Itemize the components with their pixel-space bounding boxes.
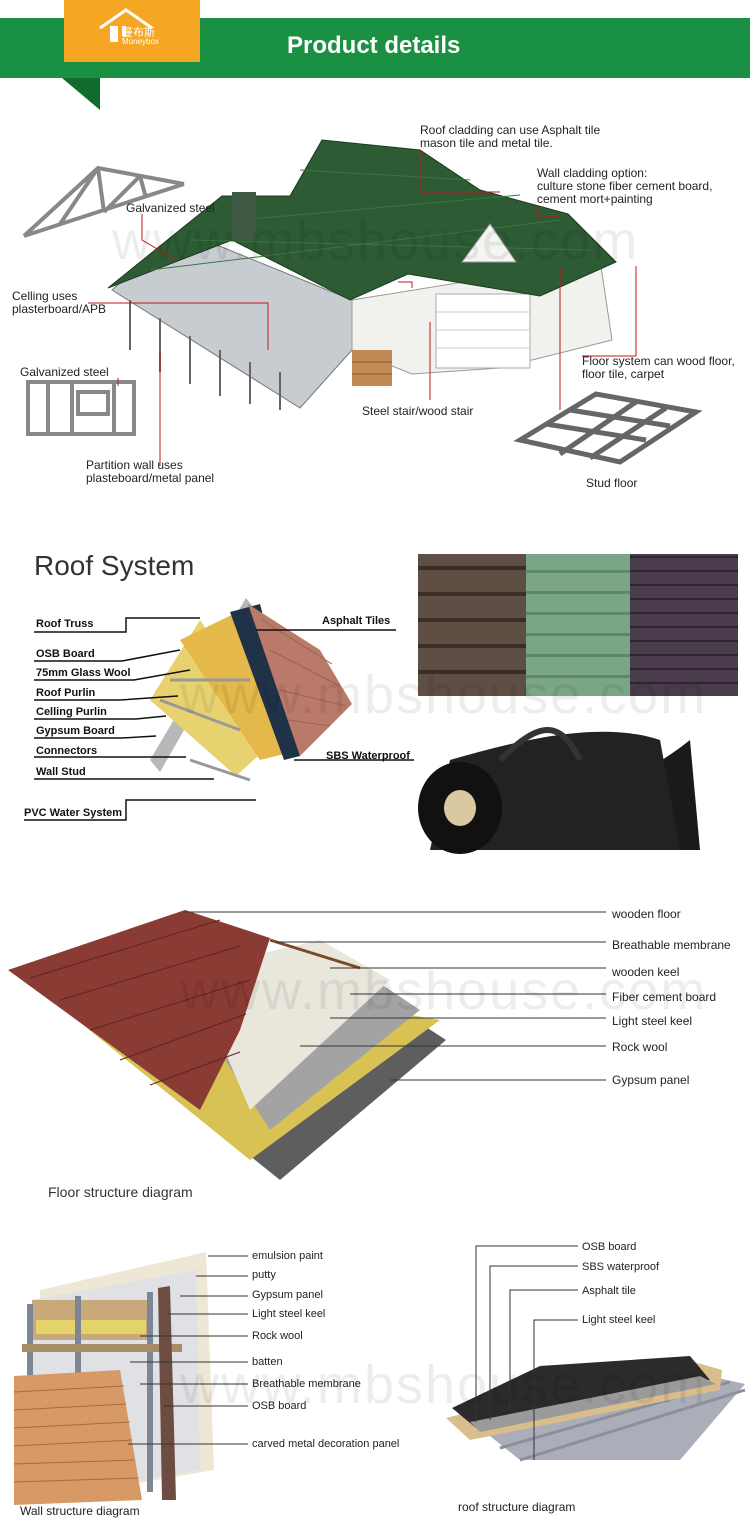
label-galv-steel-top: Galvanized steel: [126, 201, 215, 215]
label-wall-cladding-2: culture stone fiber cement board,: [537, 179, 713, 193]
tile-sample-green: [526, 554, 630, 696]
label-fiber-cement: Fiber cement board: [612, 990, 717, 1004]
floor-structure-title: Floor structure diagram: [48, 1184, 193, 1200]
label-roof-cladding-1: Roof cladding can use Asphalt tile: [420, 123, 601, 137]
stud-floor-drawing: [513, 391, 703, 465]
garage-door: [435, 293, 531, 369]
label-wall-cladding-1: Wall cladding option:: [537, 166, 648, 180]
dormer: [461, 223, 517, 263]
label-pvc-water: PVC Water System: [24, 807, 123, 819]
label-osb-board-roof: OSB board: [582, 1241, 637, 1253]
banner-fold: [62, 78, 100, 110]
label-asphalt-tiles: Asphalt Tiles: [322, 615, 391, 627]
label-gypsum-board: Gypsum Board: [36, 725, 115, 737]
label-ceiling-1: Celling uses: [12, 289, 78, 303]
label-breathable-membrane-wall: Breathable membrane: [252, 1378, 361, 1390]
label-light-steel-keel-roof: Light steel keel: [582, 1314, 656, 1326]
label-partition-2: plasteboard/metal panel: [86, 471, 215, 485]
label-gypsum-panel-wall: Gypsum panel: [252, 1289, 323, 1301]
label-wooden-floor: wooden floor: [612, 907, 681, 921]
roof-structure-title: roof structure diagram: [458, 1500, 576, 1514]
label-partition-1: Partition wall uses: [86, 458, 183, 472]
label-floor-system-2: floor tile, carpet: [582, 367, 665, 381]
label-roof-truss: Roof Truss: [36, 618, 94, 630]
label-roof-cladding-2: mason tile and metal tile.: [420, 136, 553, 150]
label-light-steel-keel-floor: Light steel keel: [612, 1014, 693, 1028]
label-rock-wool-wall: Rock wool: [252, 1330, 303, 1342]
watermark-house: www.mbshouse.com: [112, 211, 640, 271]
label-stair: Steel stair/wood stair: [362, 404, 474, 418]
waterproof-layer: [230, 604, 300, 760]
watermark-floor: www.mbshouse.com: [180, 961, 708, 1021]
label-wall-stud: Wall Stud: [36, 766, 86, 778]
house-illustration: [22, 139, 703, 466]
wooden-floor-layer: [8, 910, 270, 1110]
label-wooden-keel: wooden keel: [612, 965, 680, 979]
wall-frame-drawing: [26, 380, 136, 436]
sbs-roll-image: [418, 727, 700, 854]
floor-structure-diagram: [8, 910, 606, 1180]
wall-structure-title: Wall structure diagram: [20, 1504, 140, 1518]
label-stud-floor: Stud floor: [586, 476, 638, 490]
label-putty: putty: [252, 1269, 276, 1281]
label-osb-board: OSB Board: [36, 648, 95, 660]
watermark-roof: www.mbshouse.com: [180, 665, 708, 725]
label-batten: batten: [252, 1356, 283, 1368]
roof-system-title: Roof System: [34, 550, 195, 581]
logo-badge: [64, 0, 200, 62]
label-breathable-membrane: Breathable membrane: [612, 938, 731, 952]
label-connectors: Connectors: [36, 745, 98, 757]
logo-en-text: Moneybox: [122, 37, 159, 46]
label-osb-board-wall: OSB board: [252, 1400, 307, 1412]
label-floor-system-1: Floor system can wood floor,: [582, 354, 735, 368]
logo-cn-text: 曼布斯: [122, 27, 155, 39]
tile-sample-brown: [418, 554, 526, 696]
logo-house-icon: [96, 6, 160, 46]
label-celling-purlin: Celling Purlin: [36, 706, 107, 718]
label-metal-decoration-panel: carved metal decoration panel: [252, 1438, 400, 1450]
label-asphalt-tile-roof: Asphalt tile: [582, 1285, 636, 1297]
page-title: Product details: [287, 32, 461, 59]
asphalt-layer: [248, 604, 352, 756]
label-sbs-waterproof: SBS Waterproof: [326, 750, 410, 762]
tile-sample-purple: [630, 554, 738, 696]
label-rock-wool-floor: Rock wool: [612, 1040, 668, 1054]
asphalt-roof: [452, 1356, 710, 1428]
roof-truss-drawing: [22, 165, 185, 238]
label-galv-steel-left: Galvanized steel: [20, 365, 109, 379]
label-emulsion-paint: emulsion paint: [252, 1250, 323, 1262]
brick-panel: [14, 1370, 142, 1505]
stair: [352, 350, 392, 386]
label-light-steel-keel-wall: Light steel keel: [252, 1308, 326, 1320]
label-ceiling-2: plasterboard/APB: [12, 302, 107, 316]
chimney: [232, 192, 256, 240]
label-glass-wool: 75mm Glass Wool: [36, 667, 131, 679]
watermark-wall: www.mbshouse.com: [180, 1355, 708, 1415]
label-sbs-waterproof-roof: SBS waterproof: [582, 1261, 660, 1273]
roof-system-diagram: [24, 598, 414, 821]
sbs-roof: [470, 1376, 716, 1432]
label-wall-cladding-3: cement mort+painting: [537, 192, 653, 206]
label-roof-purlin: Roof Purlin: [36, 687, 96, 699]
label-gypsum-panel-floor: Gypsum panel: [612, 1073, 690, 1087]
